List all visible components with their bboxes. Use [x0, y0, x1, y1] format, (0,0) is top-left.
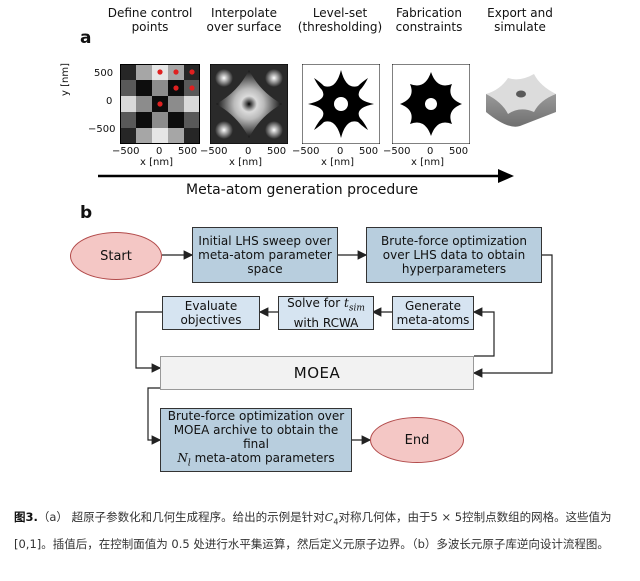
bf2-sub: l — [187, 458, 191, 469]
control-cell — [168, 112, 184, 128]
control-point-marker — [157, 69, 163, 75]
control-cell — [120, 112, 136, 128]
x-axis-title-p2: x [nm] — [229, 157, 262, 168]
control-cell — [120, 80, 136, 96]
end-node: End — [370, 417, 464, 463]
caption-text1: （a） 超原子参数化和几何生成程序。给出的示例是针对 — [37, 510, 325, 524]
x-tick-0-p2: 0 — [245, 146, 252, 157]
lhs-sweep-box: Initial LHS sweep over meta-atom paramet… — [192, 227, 338, 283]
control-cell — [168, 128, 184, 144]
y-tick-500: 500 — [94, 68, 114, 79]
moea-box: MOEA — [160, 356, 474, 390]
interpolated-surface-plot — [210, 64, 288, 144]
meta-atom-3d — [486, 74, 556, 127]
bf2-line3: meta-atom parameters — [190, 451, 335, 466]
x-tick-0-p4: 0 — [427, 146, 434, 157]
x-tick-0-p3: 0 — [337, 146, 344, 157]
flowchart-connectors — [135, 250, 553, 445]
control-cell — [136, 112, 152, 128]
control-cell — [136, 128, 152, 144]
x-tick-500-p3: 500 — [359, 146, 379, 157]
start-node: Start — [70, 232, 162, 280]
y-tick-0: 0 — [106, 96, 113, 107]
control-cell — [184, 128, 200, 144]
procedure-label: Meta-atom generation procedure — [186, 182, 419, 198]
bf2-line1: Brute-force optimization over — [167, 409, 345, 424]
x-axis-title-p4: x [nm] — [411, 157, 444, 168]
control-cell — [136, 80, 152, 96]
control-cell — [168, 96, 184, 112]
x-tick-minus500-p3: −500 — [292, 146, 320, 157]
x-axis-title-p3: x [nm] — [321, 157, 354, 168]
generate-meta-atoms-box: Generate meta-atoms — [392, 296, 474, 330]
evaluate-objectives-box: Evaluate objectives — [162, 296, 260, 330]
solve-sub: sim — [348, 303, 365, 314]
solve-suffix: with RCWA — [293, 315, 359, 330]
control-point-marker — [189, 69, 195, 75]
caption-label: 图3. — [14, 510, 38, 524]
x-tick-500-p1: 500 — [178, 146, 198, 157]
caption-c4: C — [324, 510, 334, 524]
panel-b-label: b — [80, 203, 93, 223]
control-cell — [184, 96, 200, 112]
control-cell — [152, 128, 168, 144]
control-cell — [184, 112, 200, 128]
procedure-arrow — [98, 169, 514, 183]
levelset-plot — [302, 64, 380, 144]
x-tick-500-p4: 500 — [449, 146, 469, 157]
control-point-marker — [189, 85, 195, 91]
step-title-fabrication: Fabrication constraints — [395, 6, 463, 34]
brute-force-hyperparameters-box: Brute-force optimization over LHS data t… — [366, 227, 542, 283]
x-tick-minus500-p2: −500 — [200, 146, 228, 157]
control-point-marker — [157, 101, 163, 107]
step-title-interpolate: Interpolate over surface — [206, 6, 282, 34]
solve-rcwa-box: Solve for tsim with RCWA — [278, 296, 374, 330]
control-cell — [136, 96, 152, 112]
bf2-line2: MOEA archive to obtain the final — [173, 423, 339, 452]
control-cell — [120, 96, 136, 112]
panel-a-label: a — [80, 28, 92, 48]
x-tick-500-p2: 500 — [267, 146, 287, 157]
control-cell — [120, 128, 136, 144]
control-cell — [152, 112, 168, 128]
step-title-levelset: Level-set (thresholding) — [297, 6, 383, 34]
control-cell — [136, 64, 152, 80]
x-tick-0-p1: 0 — [156, 146, 163, 157]
caption-c4-sub: 4 — [333, 517, 339, 527]
bf2-var: N — [177, 451, 188, 466]
step-title-define: Define control points — [107, 6, 193, 34]
fabrication-plot — [392, 64, 470, 144]
control-cell — [120, 64, 136, 80]
y-tick-minus500: −500 — [88, 124, 116, 135]
figure-caption: 图3.（a） 超原子参数化和几何生成程序。给出的示例是针对C4对称几何体，由于5… — [14, 506, 628, 555]
x-tick-minus500-p4: −500 — [383, 146, 411, 157]
caption-text2: 对称几何体，由于5 × 5控制点数组的网格。这些值为 [0,1]。插值后，在控制… — [14, 510, 612, 552]
x-tick-minus500-p1: −500 — [112, 146, 140, 157]
control-point-marker — [173, 69, 179, 75]
solve-prefix: Solve for — [287, 296, 345, 311]
step-title-export: Export and simulate — [487, 6, 553, 34]
control-cell — [152, 80, 168, 96]
control-point-marker — [173, 85, 179, 91]
x-axis-title-p1: x [nm] — [140, 157, 173, 168]
control-points-plot — [120, 64, 200, 144]
brute-force-final-box: Brute-force optimization over MOEA archi… — [160, 408, 352, 472]
solve-var: t — [344, 296, 349, 311]
